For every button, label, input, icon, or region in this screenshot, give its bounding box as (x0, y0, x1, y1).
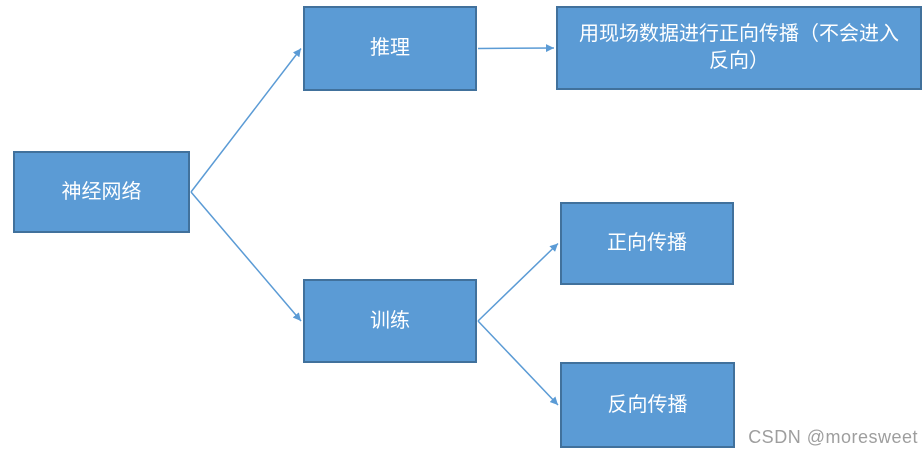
node-inference-note: 用现场数据进行正向传播（不会进入 反向） (556, 6, 922, 90)
edge-arrow (477, 242, 559, 322)
node-inference: 推理 (303, 6, 477, 91)
node-label: 反向传播 (607, 393, 688, 416)
edge-arrow (190, 191, 302, 322)
node-back-propagation: 反向传播 (560, 362, 735, 448)
node-label: 用现场数据进行正向传播（不会进入 反向） (579, 23, 899, 72)
watermark: CSDN @moresweet (748, 427, 918, 447)
node-label: 训练 (370, 309, 410, 332)
node-label: 推理 (370, 37, 410, 59)
node-training: 训练 (303, 279, 477, 363)
edge-arrow (477, 320, 559, 406)
edge-arrow (477, 44, 555, 53)
node-label: 正向传播 (607, 232, 687, 254)
node-neural-network: 神经网络 (13, 151, 190, 233)
node-forward-propagation: 正向传播 (560, 202, 734, 285)
edge-arrow (190, 48, 302, 193)
node-label: 神经网络 (61, 180, 142, 203)
